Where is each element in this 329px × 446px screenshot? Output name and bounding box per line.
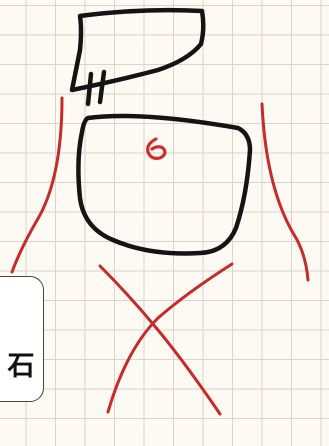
right-red-curve (262, 104, 308, 280)
tick-mark-right (100, 72, 104, 102)
cross-line-2 (108, 264, 232, 412)
left-red-curve (12, 98, 62, 272)
cross-line-1 (100, 266, 220, 414)
side-tab-card[interactable] (0, 276, 44, 402)
center-rounded-box (78, 116, 250, 254)
center-six-mark (148, 139, 165, 158)
tick-mark-left (88, 74, 91, 104)
side-tab-label: 石 (2, 353, 40, 380)
